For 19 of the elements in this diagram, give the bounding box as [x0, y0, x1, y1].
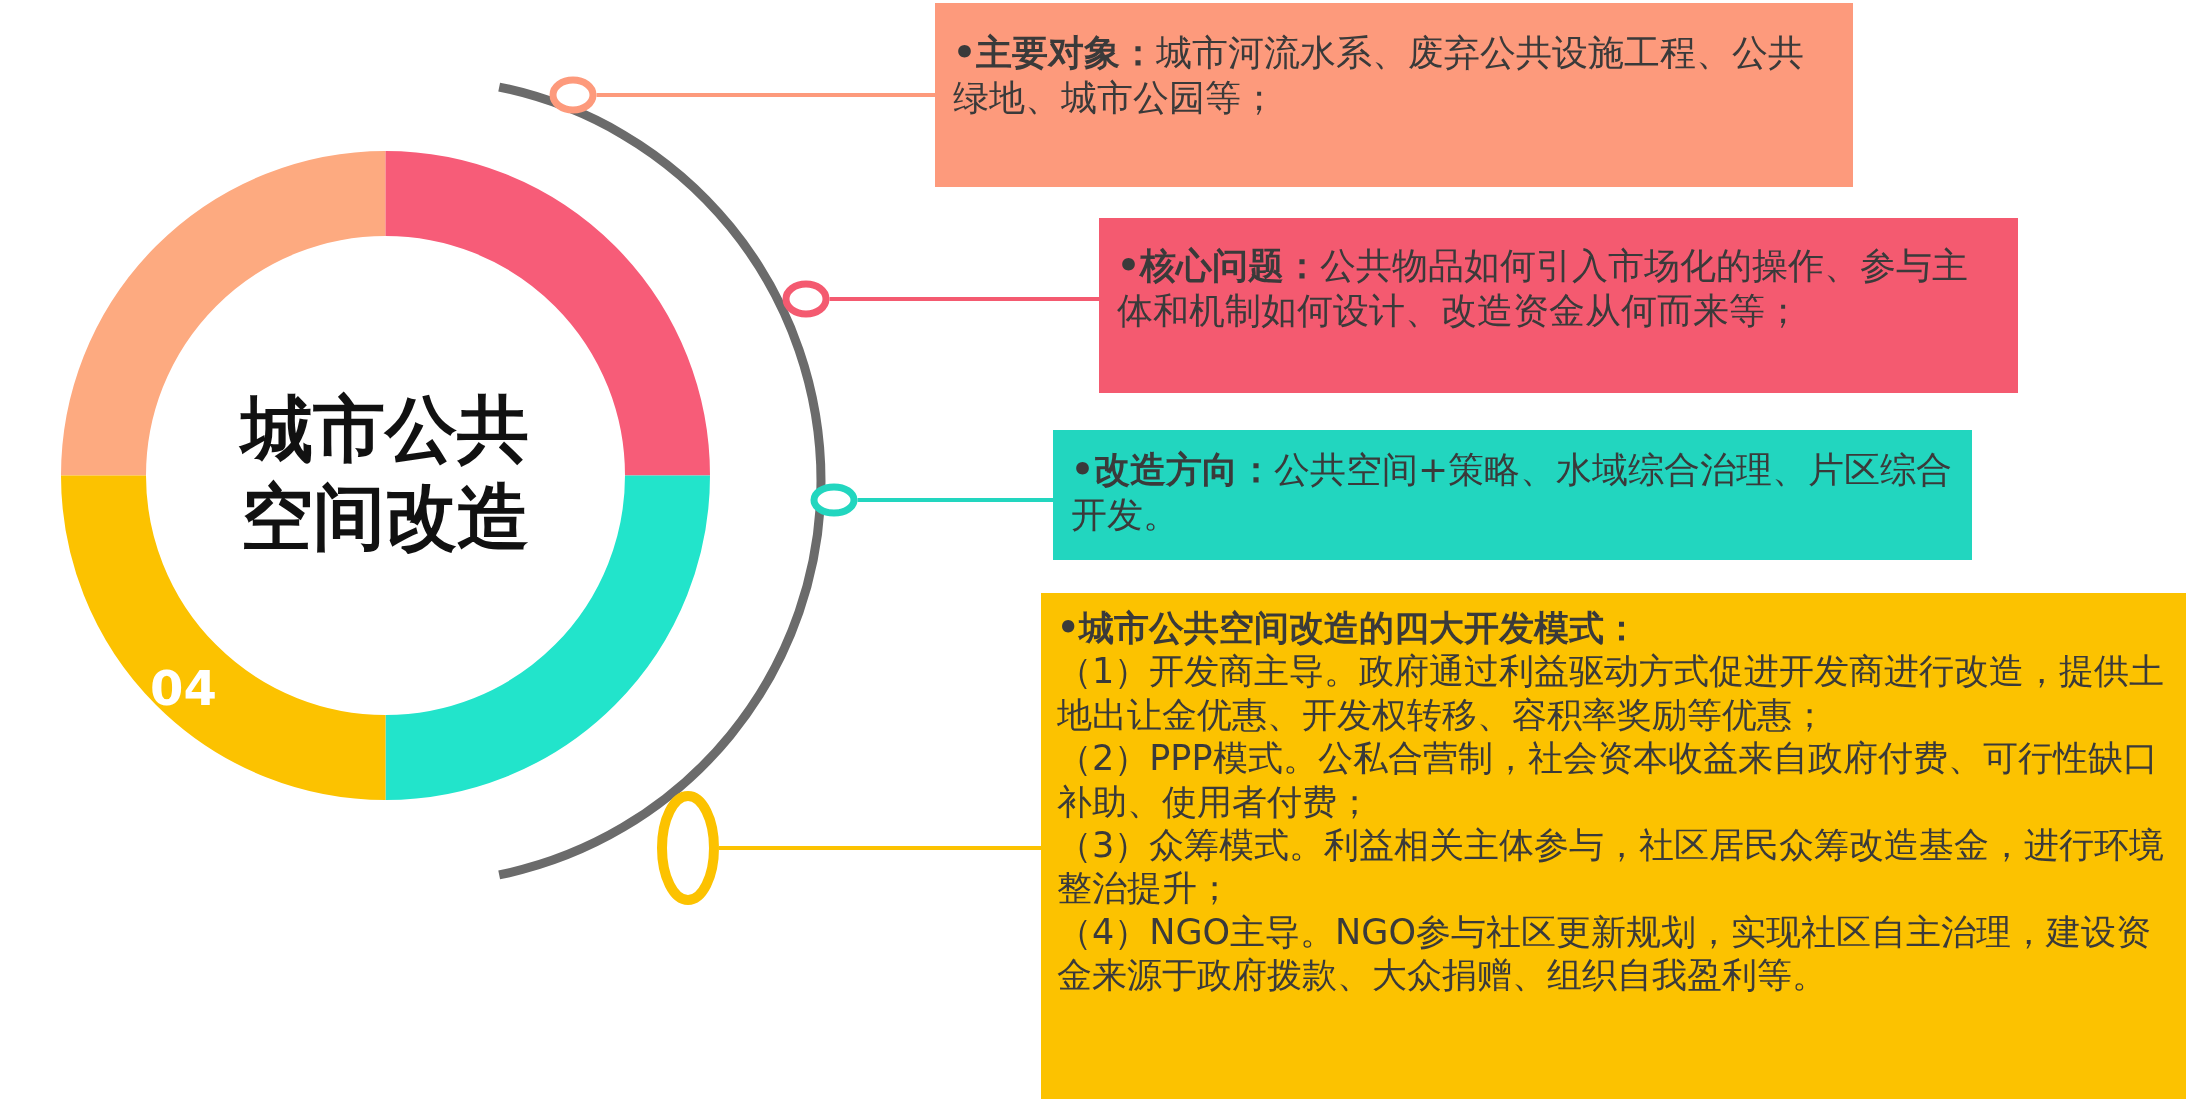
leader-line — [857, 498, 1053, 502]
section-number: 04 — [150, 660, 217, 716]
info-heading: •城市公共空间改造的四大开发模式： — [1057, 607, 1641, 650]
info-box — [1053, 430, 1972, 560]
info-text: •改造方向：公共空间+策略、水域综合治理、片区综合开发。 — [1071, 448, 1954, 537]
donut-ring — [60, 150, 710, 800]
info-box — [1041, 593, 2186, 1099]
center-title: 城市公共空间改造 — [238, 386, 530, 561]
info-text: •核心问题：公共物品如何引入市场化的操作、参与主体和机制如何设计、改造资金从何而来等； — [1117, 244, 1969, 333]
leader-line — [596, 93, 935, 97]
info-text: （2）PPP模式。公私合营制，社会资本收益来自政府付费、可行性缺口补助、使用者付费； — [1057, 737, 2159, 824]
info-text: （3）众筹模式。利益相关主体参与，社区居民众筹改造基金，进行环境整治提升； — [1057, 823, 2166, 911]
info-text: •主要对象：城市河流水系、废弃公共设施工程、公共绿地、城市公园等； — [953, 31, 1805, 120]
info-box — [1099, 218, 2018, 393]
leader-line — [829, 297, 1099, 301]
info-box — [935, 3, 1853, 187]
info-text: （4）NGO主导。NGO参与社区更新规划，实现社区自主治理，建设资金来源于政府拨款、大众捐赠、组织自我盈利等。 — [1057, 910, 2152, 998]
info-text: （1）开发商主导。政府通过利益驱动方式促进开发商进行改造，提供土地出让金优惠、开发权转移、容积率奖励等优惠； — [1057, 650, 2166, 737]
leader-line — [719, 846, 1041, 850]
